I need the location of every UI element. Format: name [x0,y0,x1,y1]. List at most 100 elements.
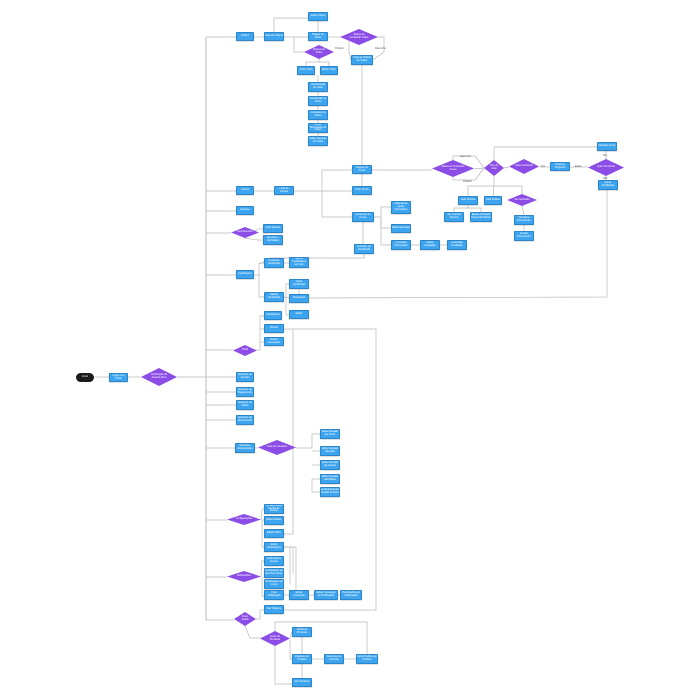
step-conteudo-video[interactable]: Conteúdo do Vídeo [308,110,328,120]
step-material-apoio[interactable]: Material de Apoio (Conteúdo) [391,201,411,214]
decision-quiz-concluido[interactable]: Quiz Concluído [588,159,624,176]
step-hist-documentos[interactable]: Histórico de Documentos [236,415,254,425]
step-criar-curso[interactable]: Criar Curso [352,186,372,195]
decision-notificacoes[interactable]: Notificações [227,571,261,582]
step-certificados[interactable]: Certificados [236,270,254,279]
step-notif-eventos[interactable]: Notificações de Eventos Ativos [264,568,284,578]
edge-label: Não [603,177,608,180]
step-ver-tutorial[interactable]: Ver Tutorial Técnico [444,212,464,222]
step-dados-acessados[interactable]: Dados Acessados [264,337,284,346]
step-editar-conteudo-notif[interactable]: Editar Conteúdo de Notificação [314,590,338,600]
step-hist-notas[interactable]: Histórico de Notas [236,400,254,410]
step-visualizar-documento[interactable]: Visualizar Documento [514,215,534,225]
step-cursos[interactable]: Cursos [236,186,254,195]
step-editar-video-top[interactable]: Editar Vídeo [308,12,328,21]
step-adicionar-carrinho[interactable]: Adicionar ao Carrinho [324,654,344,664]
step-conteudo-informacao[interactable]: Conteúdo Informação [391,240,411,250]
step-aula-pratica[interactable]: Aula Prática [484,196,502,205]
step-sessao-atividades[interactable]: Editar Sessão Atividades [320,474,340,484]
step-conteudo-curso[interactable]: Conteúdo do Curso [352,212,374,222]
step-validar-certificado[interactable]: Validar Certificado [264,292,284,302]
node-label: Editar Dados [266,518,282,522]
step-config-gerais[interactable]: Configurações Gerais do Evento [264,504,284,514]
step-sair-sistema[interactable]: Sair Sistema [264,605,284,614]
step-adicionar-produtos[interactable]: Adicionar Produtos [292,627,312,637]
step-pagina-video[interactable]: Página do Vídeo [308,32,328,41]
step-membros[interactable]: Membros Autenticados [235,443,255,453]
decision-verifica[interactable]: Verificação de Acesso Ativo [141,368,177,386]
decision-fluxo-saida[interactable]: Fluxo Saída [234,612,256,626]
step-hist-vendas[interactable]: Histórico de Vendas [236,372,254,382]
step-gerar-certificado-curso[interactable]: Gerar Certificado [598,180,618,190]
decision-listar-produtos[interactable]: Listar de Produtos [260,631,290,646]
step-criar-evento[interactable]: Criar Evento [263,224,283,233]
step-conteudo-avaliacao[interactable]: Conteúdo Avaliação [447,240,467,250]
step-editar-notificacoes[interactable]: Editar Notificações [264,542,284,552]
decision-lancamentos[interactable]: Lançamentos [231,227,259,238]
step-editar-dados[interactable]: Editar Dados [264,516,284,525]
decision-tipo-aula[interactable]: Tipo de Aula [484,160,504,176]
step-baixar-atividade[interactable]: Baixar Atividade Pergunta Prática [470,212,492,222]
step-sessao-acesso[interactable]: Editar Sessão de Acesso [320,460,340,470]
step-editar-video[interactable]: Editar vídeo [320,66,338,75]
step-editar-cert[interactable]: Editar [289,310,309,319]
step-gerar-videos[interactable]: Lista de Vídeos de Vídeo [351,55,373,65]
step-baixar-lote[interactable]: Baixar Certificados em Lote [289,257,309,268]
decision-selecionar-video[interactable]: Selecionar Vídeo [304,45,334,59]
node-label: Gerar Certificado [292,280,306,286]
step-eventos-atividades[interactable]: Eventos e Atividades [263,235,283,245]
step-publicar-notif[interactable]: Publicar/Enviar Notificação [340,590,362,600]
step-criar-video[interactable]: Criar vídeo [297,66,315,75]
decision-lista-usuarios[interactable]: Lista de Usuários [258,440,296,455]
step-ver-produtos[interactable]: Ver Produtos [292,678,312,687]
step-emissao-certificado[interactable]: Emissão de Certificado [354,244,374,254]
step-notif-gerais[interactable]: Notificações Gerais [264,556,284,566]
step-conteudo-certificado[interactable]: Conteúdo Certificado [264,258,284,268]
node-label: Criar vídeo [299,68,313,72]
node-label: Visualização do vídeo [310,83,326,89]
step-pontos[interactable]: Pontos [264,324,284,333]
decision-status-video[interactable]: Status do Conteúdo Vídeo [340,29,378,45]
step-notif-curso[interactable]: Notificações de Curso [264,579,284,589]
start-inicio[interactable]: Início [76,373,94,382]
step-editar-duracao[interactable]: Editar Duração do Vídeo [308,136,328,146]
step-adicionar-aulas[interactable]: Adicionar Aulas [391,224,411,233]
step-atualizacao-video[interactable]: Atualização do Vídeo [308,96,328,106]
step-editar-conteudo[interactable]: Editar Conteúdo [289,590,309,600]
step-editar-avaliacao[interactable]: Editar Avaliação [420,240,440,250]
decision-quiz[interactable]: Ver Atividade [507,194,537,206]
decision-configuracoes[interactable]: Configurações [227,514,261,525]
step-visualizacao-video[interactable]: Visualização do vídeo [308,82,328,92]
decision-aula-concluida[interactable]: Aula Concluída [509,159,539,174]
step-videos[interactable]: Vídeos [236,32,254,41]
step-permissionamento[interactable]: Permissionamento Sessão de Perfil [320,487,340,497]
step-eventos[interactable]: Eventos [236,206,254,215]
step-detalhes-produto[interactable]: Detalhes do Produto [292,654,312,664]
node-label: Criar Evento [265,226,281,230]
step-hist-pagamentos[interactable]: Histórico de Pagamentos [236,387,254,397]
step-lista-cursos[interactable]: Lista de Cursos [274,186,294,195]
step-pagina-curso[interactable]: Página do Curso [352,165,372,174]
step-finalizar-curso[interactable]: Finalizar Curso [597,142,617,151]
step-proxima-pergunta[interactable]: Próxima Pergunta [550,162,570,171]
step-gerar-certificado[interactable]: Gerar Certificado [289,279,309,289]
step-criar-notificacao[interactable]: Criar Notificação [264,590,284,600]
step-fazer-pedido[interactable]: Fazer Pedido por Produto [356,654,378,664]
step-login[interactable]: Login com Token [109,373,128,382]
step-perfil-certificados[interactable]: Certificados [264,311,282,320]
step-download[interactable]: Download [289,294,309,303]
step-aula-teorica[interactable]: Aula Teórica [458,196,478,205]
node-label: Gerar Certificado [601,181,615,187]
node-label: Lista de Usuários [266,445,288,449]
step-editar-temporario[interactable]: Editar Temporário do Vídeo [308,123,328,133]
decision-status-curso[interactable]: Status do Conteúdo Curso [432,160,474,177]
node-label: Fluxo Saída [241,615,249,621]
step-enviar-documento[interactable]: Enviar Documento [514,231,534,241]
step-sessao-perfil[interactable]: Editar Sessão por Perfil [320,429,340,439]
node-label: Próxima Pergunta [554,162,566,169]
step-lista-videos[interactable]: Lista de Vídeos [264,32,284,41]
step-editar-pdfs[interactable]: Editar PDFs [264,529,284,538]
node-label: Emissão de Certificado [357,245,371,251]
step-sessao-ativacao[interactable]: Editar Sessão Ativação [320,446,340,456]
decision-perfil[interactable]: Perfil [233,345,257,356]
